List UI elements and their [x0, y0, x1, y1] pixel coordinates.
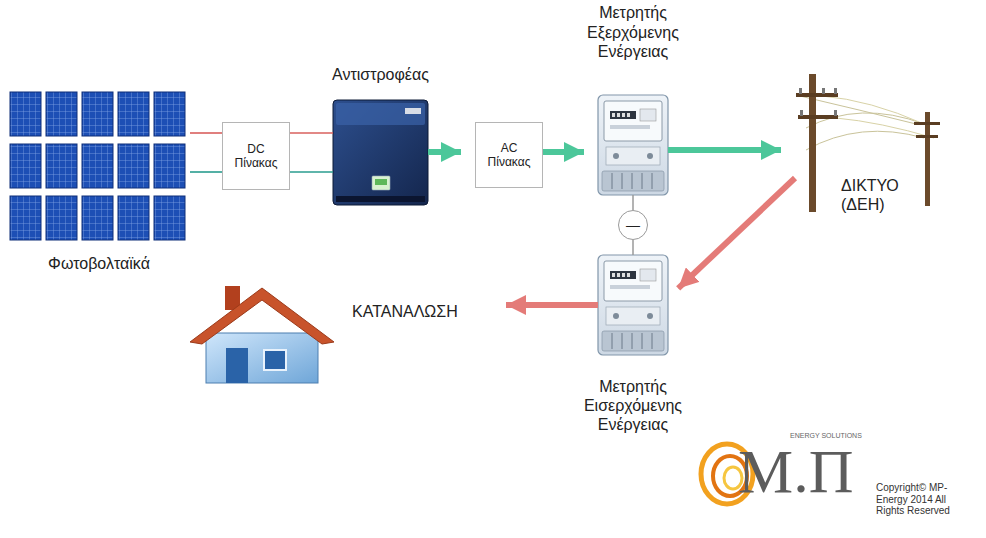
solar-array: Φωτοβολταϊκά	[8, 90, 190, 242]
flow-arrow	[668, 147, 781, 153]
node-label: Μετρητής Εξερχόμενης Ενέργειας	[587, 3, 679, 61]
flow-arrow	[543, 149, 584, 155]
solar-panels	[10, 92, 185, 240]
dc-panel: DC Πίνακας	[222, 122, 290, 190]
grid-pole: ΔΙΚΤΥΟ (ΔΕΗ)	[795, 70, 945, 220]
meter-drawing	[598, 255, 668, 355]
inverter-unit	[333, 100, 428, 205]
wire	[190, 171, 222, 173]
import-meter: Μετρητής Εισερχόμενης Ενέργειας	[598, 255, 668, 355]
wire	[290, 132, 333, 134]
wire	[632, 240, 634, 255]
wire	[632, 195, 634, 210]
flow-arrow	[678, 178, 795, 288]
subtract-symbol: —	[618, 210, 648, 240]
node-label: —	[626, 217, 640, 234]
flow-arrow	[428, 149, 461, 155]
node-label: Μετρητής Εισερχόμενης Ενέργειας	[584, 377, 682, 435]
logo-text: Μ.Π	[738, 436, 853, 507]
wire	[290, 171, 333, 173]
flow-arrow	[506, 302, 598, 308]
node-label: ΚΑΤΑΝΑΛΩΣΗ	[352, 302, 458, 321]
house-drawing	[190, 286, 334, 383]
node-label: Φωτοβολταϊκά	[48, 254, 150, 273]
meter-drawing	[598, 95, 668, 195]
inverter: Αντιστροφέας	[333, 100, 428, 205]
copyright-note: Copyright© MP-Energy 2014 All Rights Res…	[876, 482, 976, 517]
house: ΚΑΤΑΝΑΛΩΣΗ	[188, 282, 492, 388]
node-label: ΔΙΚΤΥΟ (ΔΕΗ)	[841, 176, 899, 214]
node-label: AC Πίνακας	[488, 141, 531, 170]
logo-tagline: ENERGY SOLUTIONS	[790, 432, 862, 440]
wire	[190, 132, 222, 134]
export-meter: Μετρητής Εξερχόμενης Ενέργειας	[598, 95, 668, 195]
node-label: Αντιστροφέας	[332, 65, 429, 84]
node-label: DC Πίνακας	[235, 142, 278, 171]
ac-panel: AC Πίνακας	[475, 122, 543, 188]
